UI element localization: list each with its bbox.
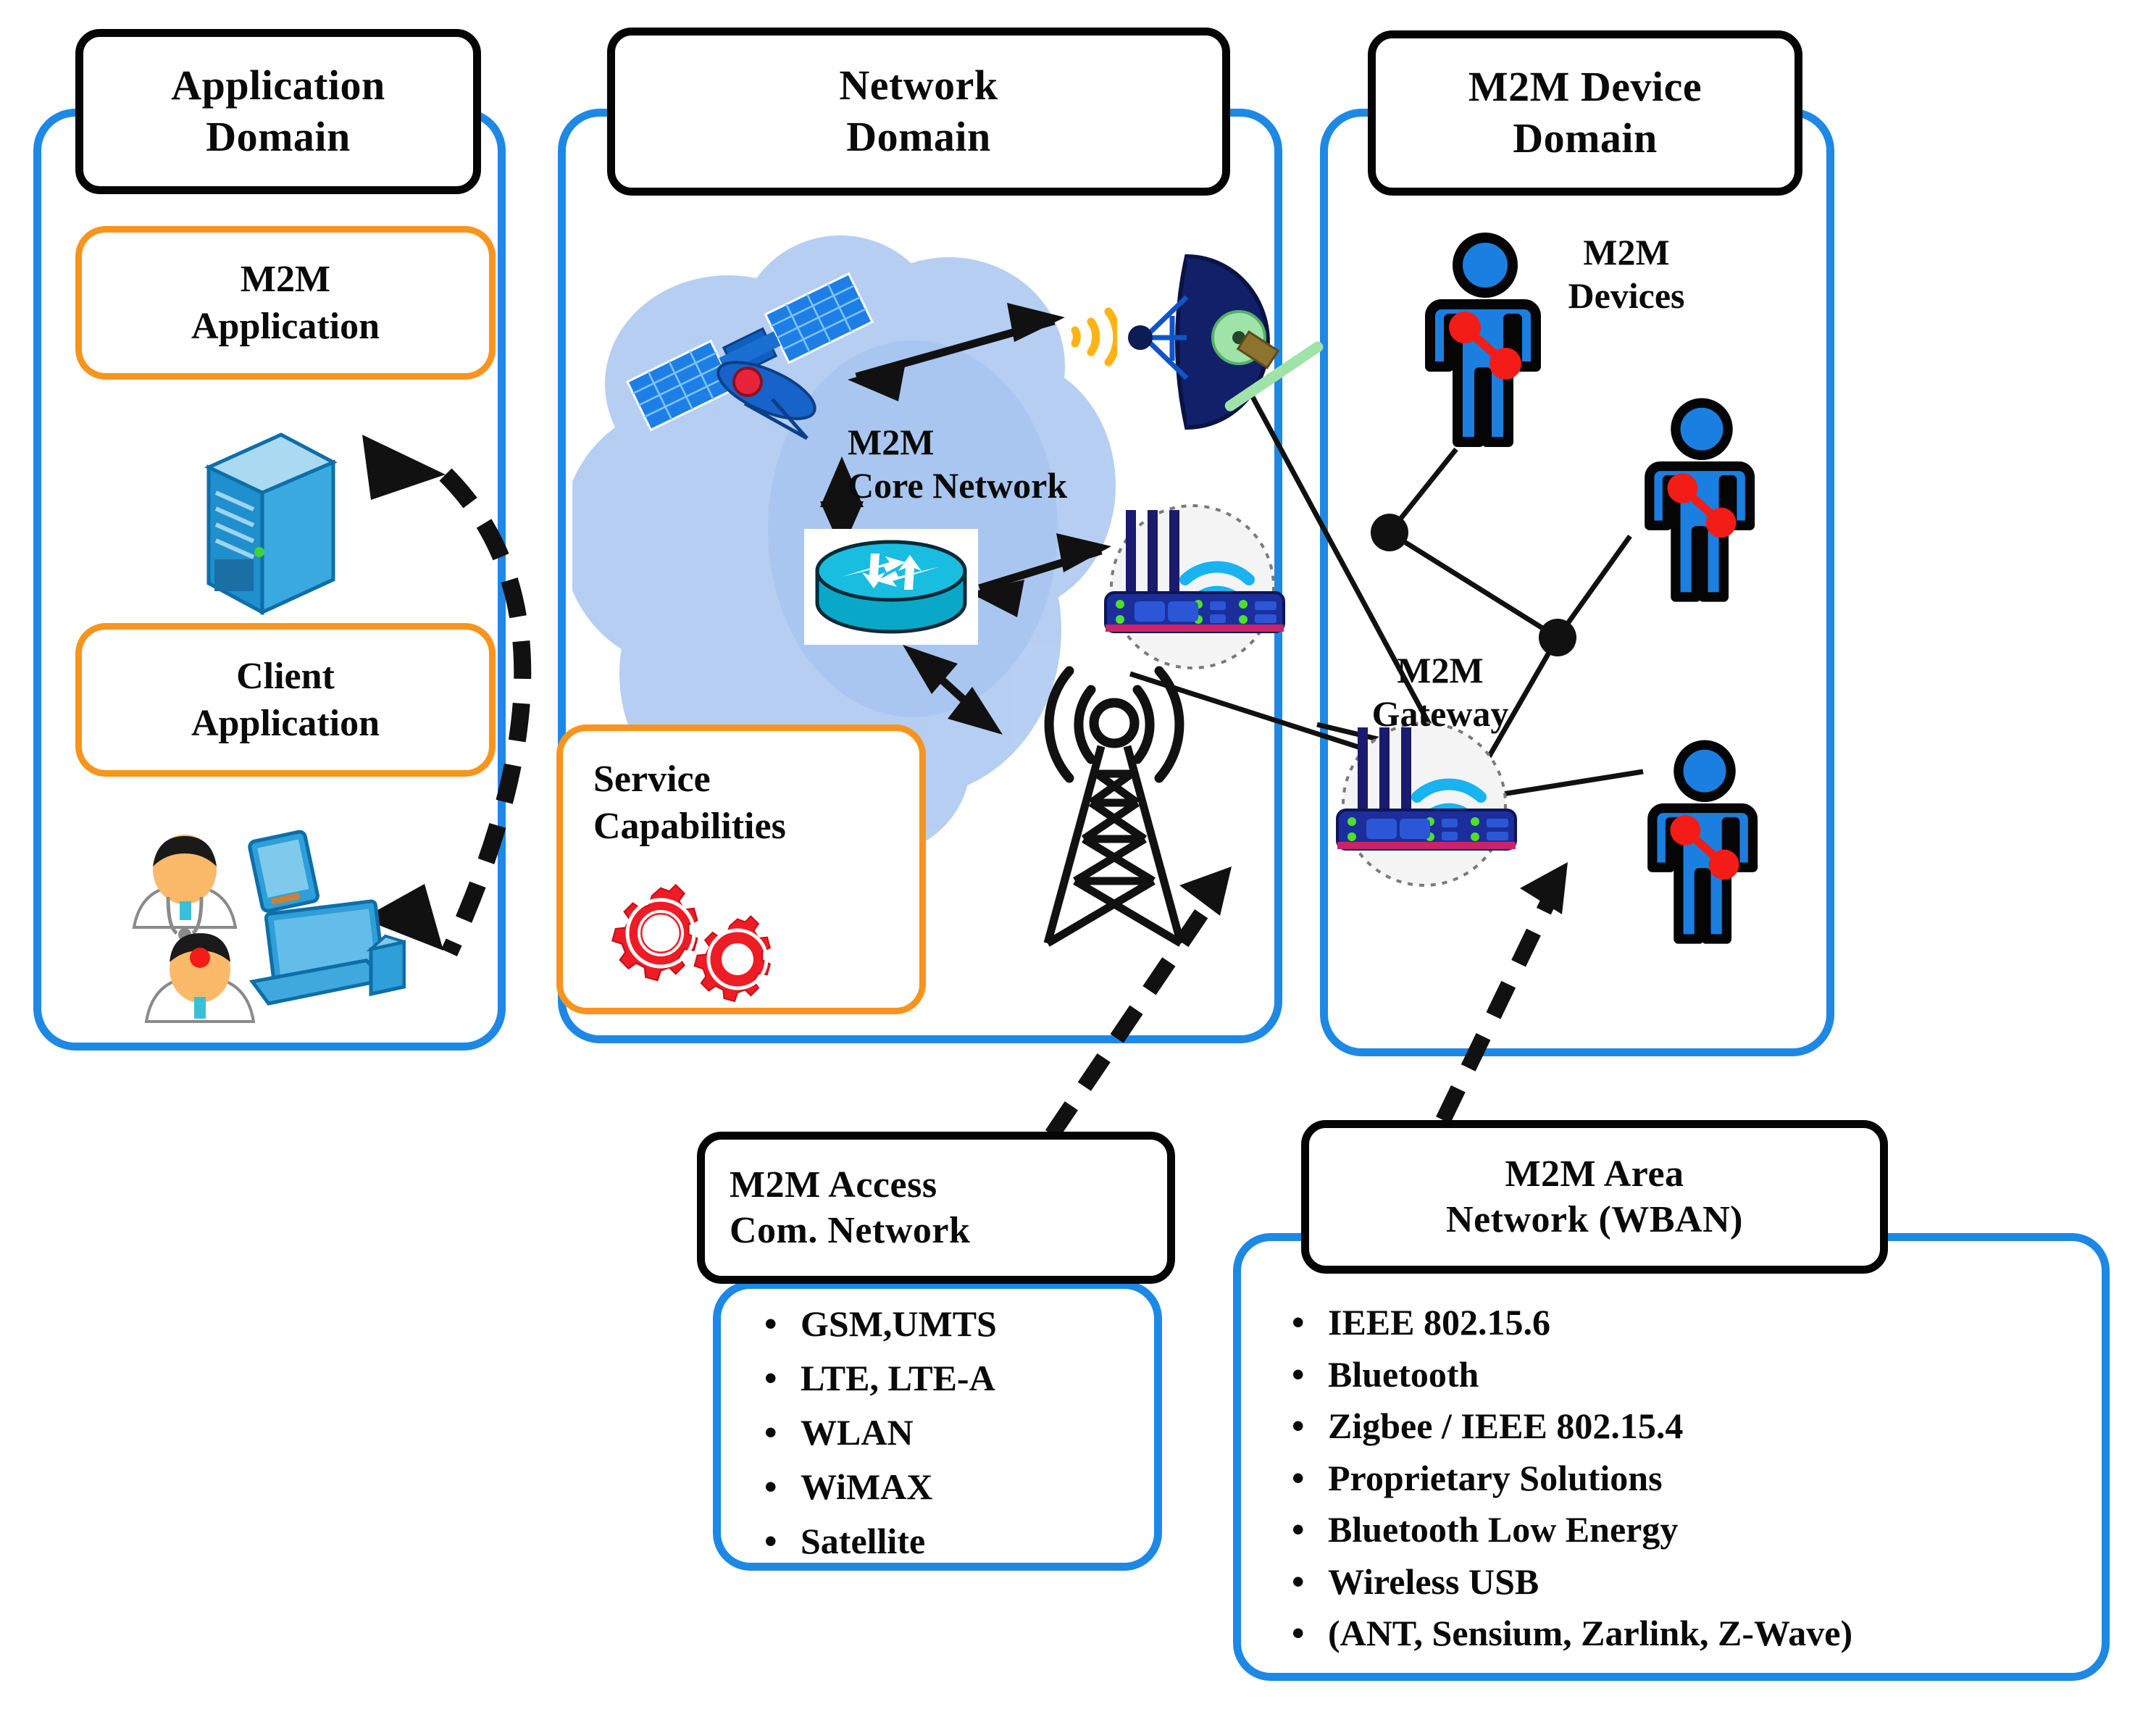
m2m-devices-label: M2M Devices [1568, 232, 1685, 316]
list-item-label: Bluetooth Low Energy [1328, 1509, 1679, 1550]
application-domain-title-box: Application Domain [75, 29, 481, 194]
bullet-icon: • [1291, 1406, 1305, 1446]
list-item-label: Proprietary Solutions [1328, 1457, 1663, 1498]
list-item: • Zigbee / IEEE 802.15.4 [1288, 1400, 2099, 1453]
signal-waves-icon [1071, 307, 1117, 367]
list-item: • WLAN [761, 1406, 1166, 1460]
list-item-label: LTE, LTE-A [801, 1358, 995, 1398]
area-network-body [1233, 1233, 2110, 1681]
access-network-body [713, 1281, 1162, 1571]
list-item: • GSM,UMTS [761, 1297, 1166, 1351]
bullet-icon: • [1291, 1457, 1305, 1498]
bullet-icon: • [764, 1303, 777, 1344]
bullet-icon: • [764, 1466, 777, 1507]
wifi-router-icon [1104, 504, 1285, 669]
network-domain-title-box: Network Domain [607, 28, 1230, 196]
core-network-label: M2M Core Network [848, 422, 1068, 506]
doctor-with-computer-icon [132, 830, 406, 1023]
device-domain-title-box: M2M Device Domain [1368, 30, 1802, 196]
bullet-icon: • [1291, 1302, 1305, 1342]
list-item: • Bluetooth Low Energy [1288, 1504, 2099, 1556]
list-item: • Bluetooth [1288, 1349, 2099, 1401]
router-icon [804, 529, 978, 645]
area-network-list: •IEEE 802.15.6• Bluetooth•Zigbee / IEEE … [1288, 1297, 2099, 1660]
list-item-label: WiMAX [801, 1466, 933, 1507]
bullet-icon: • [1291, 1509, 1305, 1550]
m2m-gateway-label: M2M Gateway [1371, 650, 1509, 734]
list-item-label: IEEE 802.15.6 [1328, 1302, 1551, 1342]
network-domain-title: Network Domain [839, 62, 998, 160]
server-icon [204, 433, 338, 616]
satellite-icon [625, 272, 874, 440]
person-with-body-sensor-icon [1645, 398, 1755, 602]
access-network-title: M2M Access Com. Network [730, 1164, 971, 1251]
list-item-label: Bluetooth [1328, 1353, 1479, 1395]
list-item: • WiMAX [761, 1460, 1166, 1514]
list-item-label: Zigbee / IEEE 802.15.4 [1328, 1406, 1684, 1446]
list-item-label: Satellite [801, 1521, 926, 1561]
list-item: • LTE, LTE-A [761, 1351, 1166, 1406]
bullet-icon: • [1291, 1353, 1305, 1395]
list-item-label: WLAN [801, 1412, 914, 1453]
person-with-body-sensor-icon [1647, 740, 1758, 944]
client-application-label: Client Application [191, 656, 380, 744]
bullet-icon: • [764, 1412, 777, 1453]
bullet-icon: • [764, 1358, 777, 1398]
list-item-label: Wireless USB [1328, 1561, 1539, 1602]
list-item: • Satellite [761, 1514, 1166, 1569]
m2m-application-box: M2M Application [75, 226, 496, 380]
service-capabilities-label: Service Capabilities [593, 759, 786, 847]
bullet-icon: • [1291, 1561, 1305, 1602]
bullet-icon: • [1291, 1613, 1305, 1653]
m2m-application-label: M2M Application [191, 259, 380, 347]
bullet-icon: • [764, 1521, 777, 1561]
client-application-box: Client Application [75, 623, 496, 777]
list-item: • Proprietary Solutions [1288, 1453, 2099, 1505]
cell-tower-icon [1043, 666, 1185, 947]
access-network-title-box: M2M Access Com. Network [697, 1132, 1175, 1284]
device-domain-title: M2M Device Domain [1468, 63, 1702, 162]
list-item: • Wireless USB [1288, 1556, 2099, 1608]
list-item: • (ANT, Sensium, Zarlink, Z-Wave) [1288, 1608, 2099, 1660]
list-item-label: GSM,UMTS [801, 1303, 997, 1344]
area-network-title-box: M2M Area Network (WBAN) [1301, 1120, 1888, 1274]
list-item: • IEEE 802.15.6 [1288, 1297, 2099, 1349]
access-network-list: • GSM,UMTS • LTE, LTE-A • WLAN • WiMAX • Satellit… [761, 1297, 1166, 1569]
area-network-title: M2M Area Network (WBAN) [1446, 1153, 1743, 1240]
gateway-wifi-router-icon [1336, 722, 1517, 887]
gears-icon [611, 883, 772, 1003]
application-domain-title: Application Domain [171, 62, 385, 160]
list-item-label: (ANT, Sensium, Zarlink, Z-Wave) [1328, 1613, 1853, 1653]
